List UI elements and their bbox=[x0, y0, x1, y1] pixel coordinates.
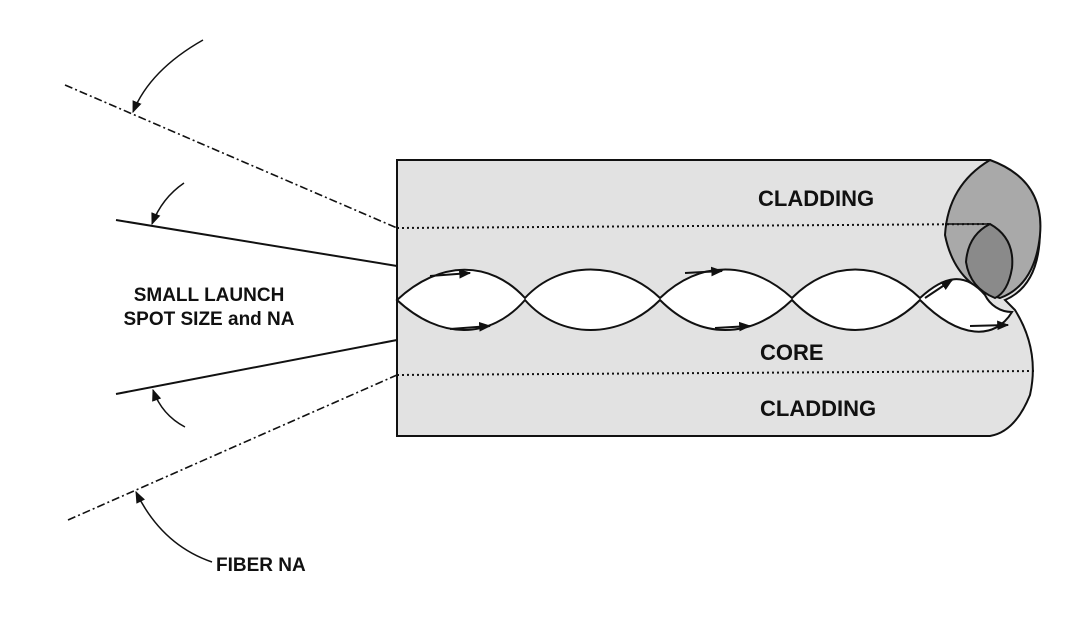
ray-arrow-6 bbox=[969, 320, 1010, 331]
ray-arrow-2 bbox=[449, 322, 492, 332]
ray-arrow-4 bbox=[714, 321, 752, 332]
fiber-na-cone-bottom bbox=[67, 374, 398, 521]
fiber-na-arc-top bbox=[132, 39, 204, 114]
launch-cone-top bbox=[115, 219, 398, 267]
ray-path-lobes bbox=[395, 268, 1014, 333]
ray-arrow-3 bbox=[684, 266, 724, 277]
small-launch-label-line1: SMALL LAUNCH bbox=[133, 285, 285, 306]
small-launch-label-line2: SPOT SIZE and NA bbox=[123, 309, 295, 330]
launch-arc-bottom bbox=[152, 388, 186, 428]
launch-cone-bottom bbox=[115, 339, 398, 395]
cladding-top-label: CLADDING bbox=[758, 186, 875, 211]
fiber-na-cone-top bbox=[64, 84, 398, 229]
ray-arrow-1 bbox=[429, 269, 472, 279]
fiber-na-label: FIBER NA bbox=[216, 555, 306, 576]
core-boundary-bottom bbox=[396, 370, 1036, 376]
fiber-end-core bbox=[964, 222, 1014, 300]
cladding-bottom-label: CLADDING bbox=[760, 396, 877, 421]
launch-arc-top bbox=[151, 182, 185, 226]
core-boundary-top bbox=[396, 223, 991, 229]
core-label: CORE bbox=[760, 340, 824, 365]
ray-arrow-5 bbox=[924, 279, 953, 299]
fiber-na-arc-bottom bbox=[135, 490, 213, 563]
